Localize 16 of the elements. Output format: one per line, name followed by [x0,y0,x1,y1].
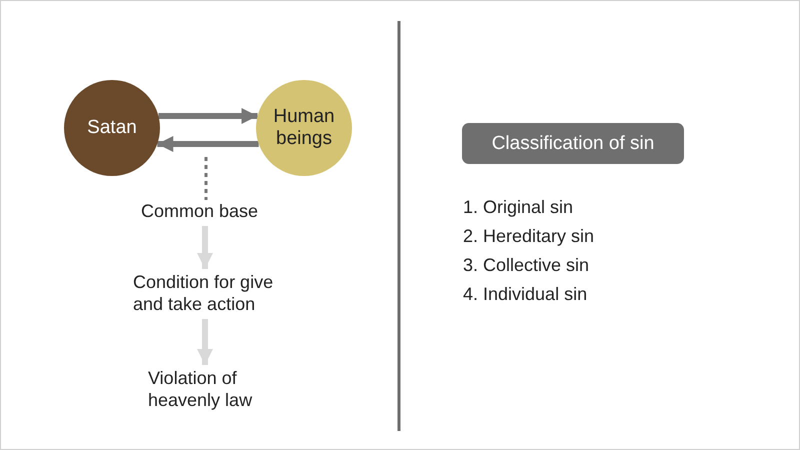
arrow [197,226,213,269]
step-label: Condition for give and take action [133,271,274,315]
step-label: Violation of heavenly law [148,367,254,411]
dotted-line [204,157,208,200]
arrow [158,108,258,124]
node-label: Satan [87,117,137,139]
list-item: 3. Collective sin [463,254,590,276]
list-item: 2. Hereditary sin [463,225,594,247]
step-label: Common base [141,200,260,222]
heading-text: Classification of sin [492,132,654,154]
node-label: Human beings [272,106,336,150]
arrow [197,319,213,365]
arrow [157,136,259,152]
heading-box [462,123,684,164]
list-item: 1. Original sin [463,196,574,218]
list-item: 4. Individual sin [463,283,588,305]
